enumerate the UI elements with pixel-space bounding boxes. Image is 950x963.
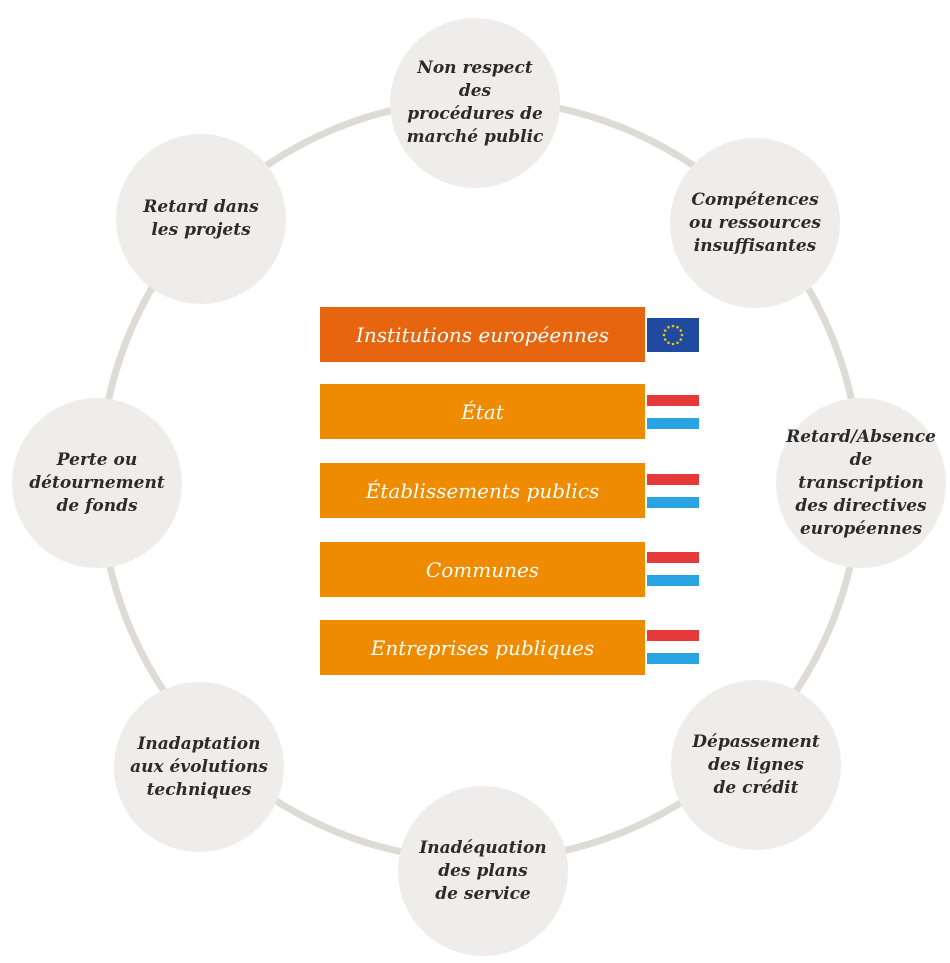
risk-node-funds: Perte ou détournement de fonds xyxy=(12,398,182,568)
entity-label: Établissements publics xyxy=(365,478,600,503)
risk-node-credit: Dépassement des lignes de crédit xyxy=(671,680,841,850)
risk-node-procurement: Non respect des procédures de marché pub… xyxy=(390,18,560,188)
risk-label: Inadaptation aux évolutions techniques xyxy=(130,733,268,800)
entity-bar-eu-institutions: Institutions européennes xyxy=(320,307,645,362)
risk-node-technical: Inadaptation aux évolutions techniques xyxy=(114,682,284,852)
risk-node-project-delay: Retard dans les projets xyxy=(116,134,286,304)
risk-node-directives: Retard/Absence de transcription des dire… xyxy=(776,398,946,568)
risk-label: Retard/Absence de transcription des dire… xyxy=(786,426,936,539)
entity-label: État xyxy=(461,399,504,424)
eu-flag-icon xyxy=(647,318,699,352)
risk-label: Non respect des procédures de marché pub… xyxy=(406,58,544,147)
risk-label: Retard dans les projets xyxy=(143,197,259,240)
entity-bar-public-establishments: Établissements publics xyxy=(320,463,645,518)
risk-node-skills: Compétences ou ressources insuffisantes xyxy=(670,138,840,308)
risk-label: Compétences ou ressources insuffisantes xyxy=(689,189,821,256)
risk-label: Perte ou détournement de fonds xyxy=(29,449,165,516)
risk-label: Dépassement des lignes de crédit xyxy=(692,731,820,798)
entity-label: Institutions européennes xyxy=(355,322,610,347)
entity-bar-state: État xyxy=(320,384,645,439)
entity-bar-public-companies: Entreprises publiques xyxy=(320,620,645,675)
luxembourg-flag-icon xyxy=(647,395,699,429)
entity-bar-communes: Communes xyxy=(320,542,645,597)
entity-label: Communes xyxy=(425,557,540,582)
luxembourg-flag-icon xyxy=(647,552,699,586)
luxembourg-flag-icon xyxy=(647,474,699,508)
entity-label: Entreprises publiques xyxy=(370,635,595,660)
luxembourg-flag-icon xyxy=(647,630,699,664)
risk-node-service-plans: Inadéquation des plans de service xyxy=(398,786,568,956)
risk-label: Inadéquation des plans de service xyxy=(419,837,547,904)
